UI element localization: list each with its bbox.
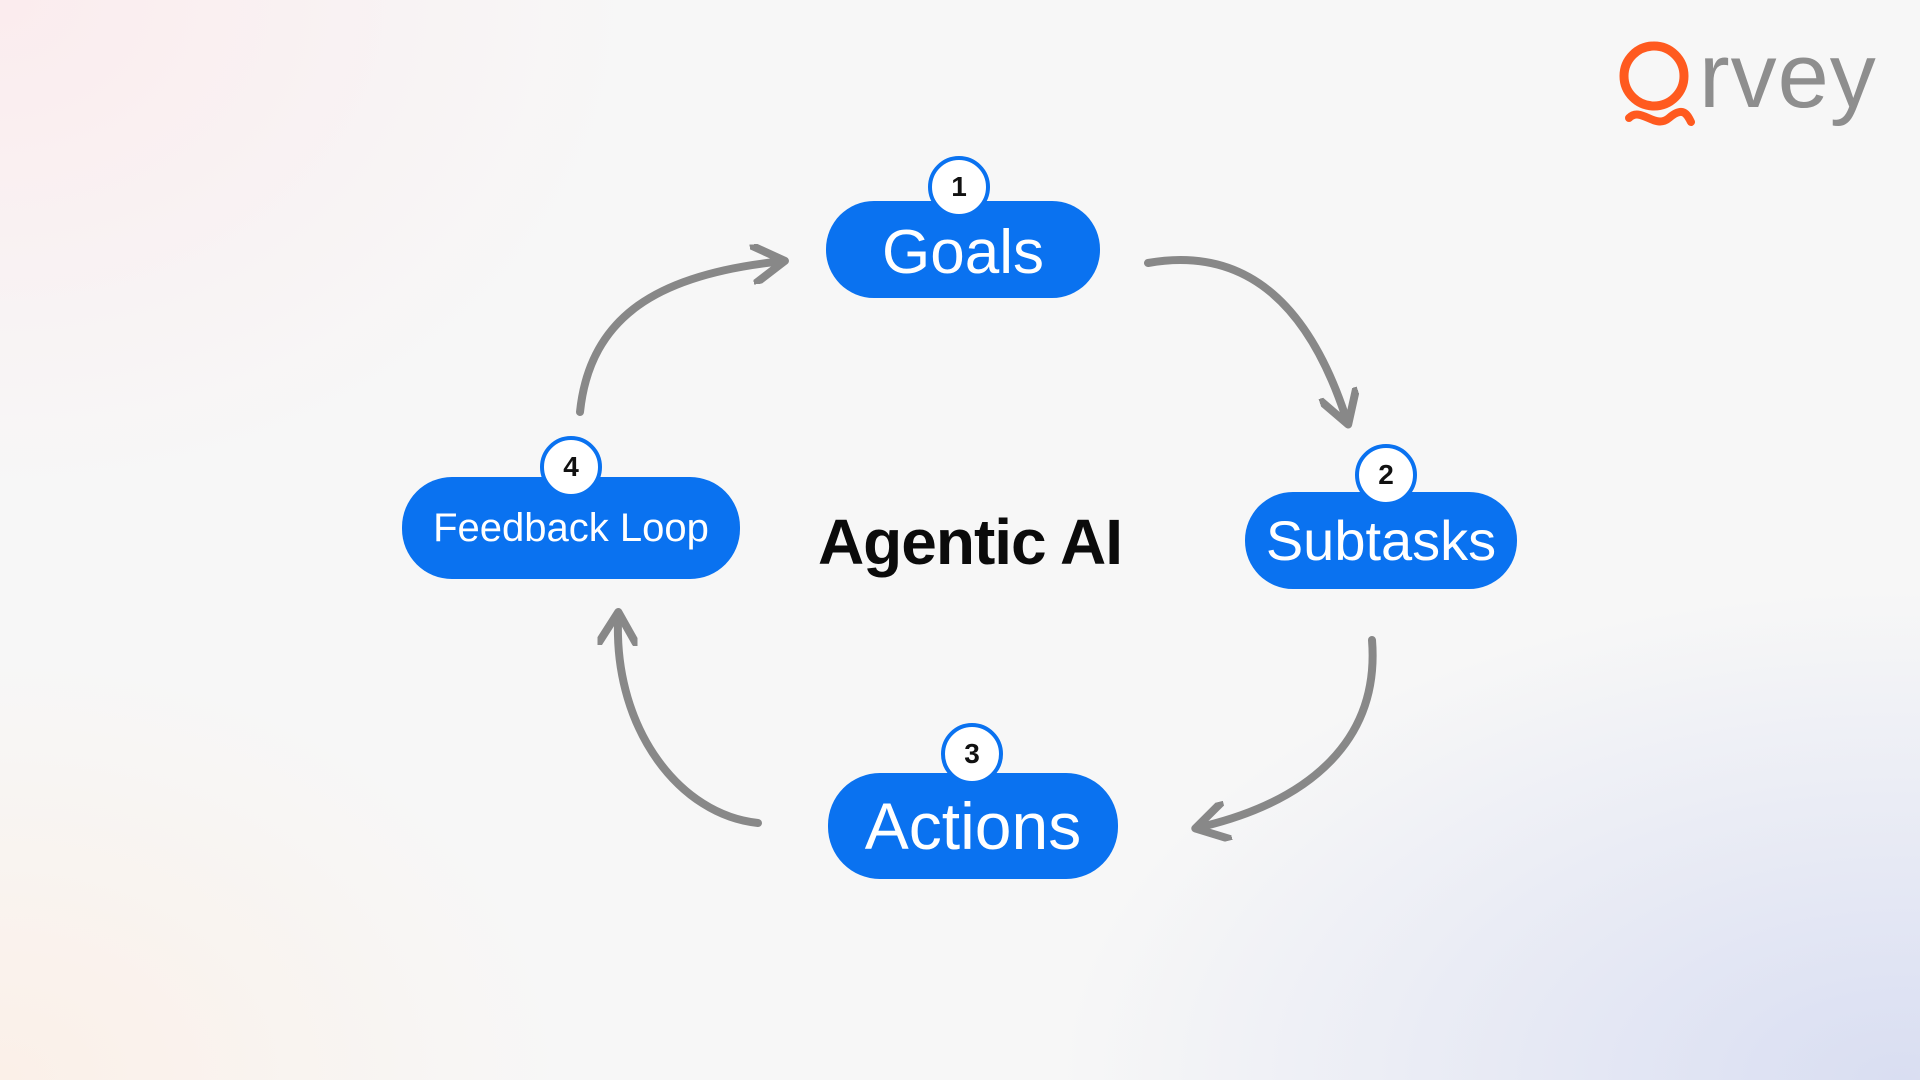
arrow-actions-to-feedback [618,622,762,827]
node-subtasks-label: Subtasks [1265,509,1497,572]
node-goals: Goals [826,201,1100,298]
diagram-title: Agentic AI [817,506,1123,578]
node-feedback-loop-step-badge: 4 [540,436,602,498]
node-goals-step-badge: 1 [928,156,990,218]
arrow-feedback-to-goals [576,262,775,416]
node-feedback-loop-label: Feedback Loop [433,505,709,550]
brand-logo: rvey [1615,25,1877,144]
logo-q-mark-icon [1615,34,1697,134]
node-actions: Actions [828,773,1118,879]
arrow-goals-to-subtasks [1144,256,1345,415]
node-actions-step-badge: 3 [941,723,1003,785]
node-goals-label: Goals [882,218,1044,287]
arrow-subtasks-to-actions [1205,636,1377,826]
node-subtasks-step-badge: 2 [1355,444,1417,506]
logo-wordmark: rvey [1699,25,1877,127]
node-subtasks: Subtasks [1245,492,1517,589]
node-actions-label: Actions [864,789,1082,863]
